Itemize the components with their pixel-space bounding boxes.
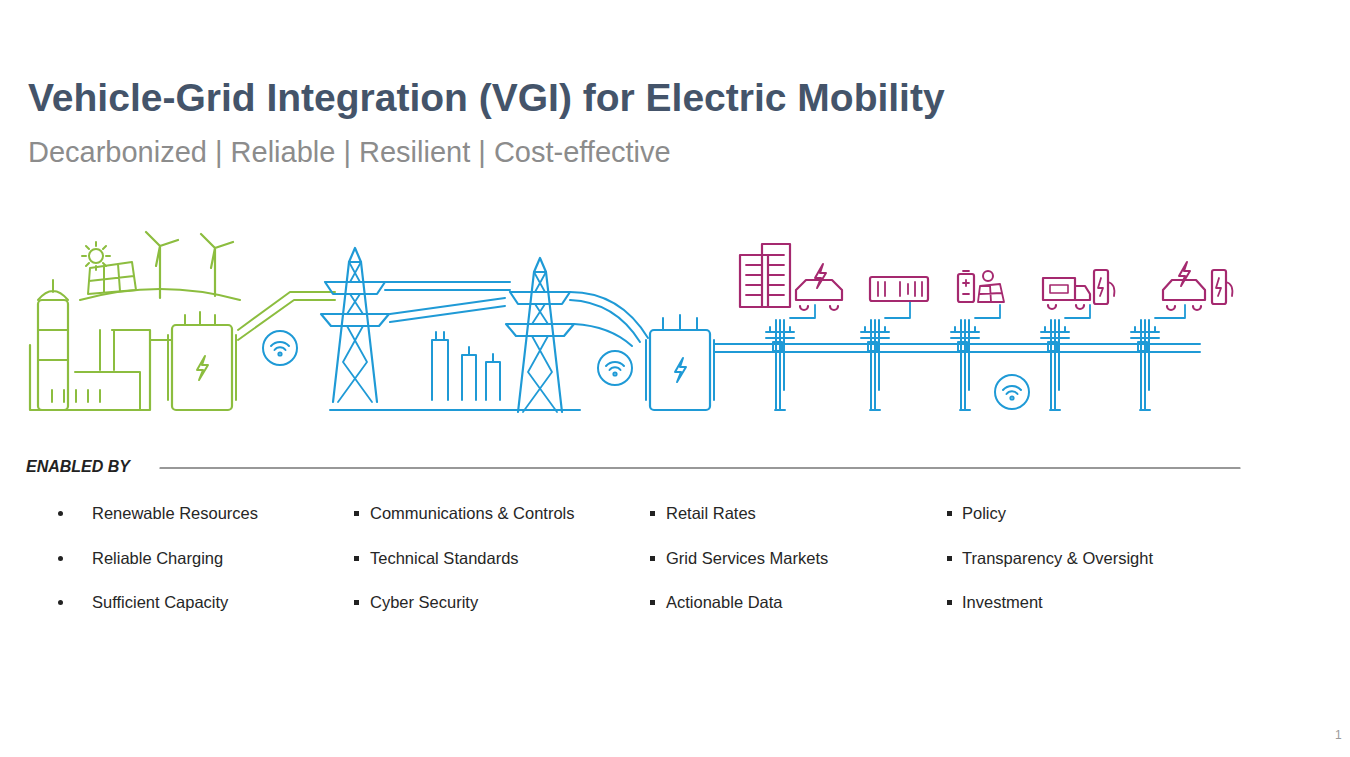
load-icons: [1212, 270, 1226, 304]
grid-icons: [790, 302, 1185, 318]
enabler-item: Retail Rates: [666, 504, 756, 523]
grid-icons: [385, 282, 510, 322]
grid-icons: [432, 340, 500, 400]
grid-icons: [436, 332, 493, 362]
load-icons: [815, 264, 826, 288]
bullet-mark: [58, 556, 63, 561]
load-icons: [1163, 280, 1205, 310]
grid-icons: [506, 258, 574, 412]
load-icons: [1179, 262, 1190, 286]
grid-icons: [650, 330, 710, 410]
generation-icons: [88, 262, 136, 294]
generation-icons: [75, 330, 140, 410]
load-icons: [1098, 278, 1114, 296]
enabler-item: Transparency & Oversight: [962, 549, 1153, 568]
grid-icons: [1041, 320, 1069, 410]
enabler-item: Sufficient Capacity: [92, 593, 228, 612]
bullet-mark: [947, 556, 952, 561]
load-icons: [1216, 278, 1232, 296]
load-icons: [963, 271, 969, 294]
load-icons: [870, 277, 928, 301]
bullet-mark: [354, 511, 359, 516]
grid-icons: [321, 248, 389, 402]
page-number: 1: [1335, 728, 1342, 742]
enabler-item: Cyber Security: [370, 593, 478, 612]
grid-icons: [263, 331, 297, 365]
bullet-mark: [650, 556, 655, 561]
bullet-mark: [947, 600, 952, 605]
generation-icons: [201, 234, 233, 296]
grid-icons: [1131, 320, 1159, 410]
enabler-item: Actionable Data: [666, 593, 783, 612]
enabler-item: Reliable Charging: [92, 549, 223, 568]
enabler-item: Communications & Controls: [370, 504, 575, 523]
grid-icons: [570, 292, 648, 346]
generation-icons: [168, 312, 236, 400]
bullet-mark: [650, 600, 655, 605]
bullet-mark: [947, 511, 952, 516]
grid-icons: [263, 248, 1200, 412]
generation-icons: [172, 325, 232, 410]
load-icons: [1043, 278, 1090, 309]
grid-icons: [675, 358, 686, 382]
divider-rule: [160, 467, 1240, 468]
grid-icons: [766, 320, 794, 410]
bullet-mark: [354, 556, 359, 561]
load-icons: [740, 255, 768, 307]
grid-icons: [995, 375, 1029, 409]
generation-icons: [146, 232, 178, 298]
grid-icons: [330, 409, 580, 411]
bullet-mark: [650, 511, 655, 516]
section-heading: ENABLED BY: [26, 458, 130, 476]
generation-icons: [38, 280, 68, 360]
load-icons: [1094, 270, 1108, 304]
bullet-mark: [58, 511, 63, 516]
slide-title: Vehicle-Grid Integration (VGI) for Elect…: [28, 76, 945, 120]
grid-icons: [646, 315, 714, 400]
load-icons: [958, 274, 974, 302]
load-icons: [983, 271, 993, 281]
enabler-item: Investment: [962, 593, 1043, 612]
bullet-mark: [58, 600, 63, 605]
generation-icons: [30, 232, 335, 410]
load-icons: [740, 244, 1232, 310]
enabler-item: Policy: [962, 504, 1006, 523]
subtitle: Decarbonized | Reliable | Resilient | Co…: [28, 136, 671, 169]
generation-icons: [52, 390, 100, 402]
load-icons: [878, 282, 922, 296]
grid-icons: [951, 320, 979, 410]
grid-icons: [861, 320, 889, 410]
load-icons: [746, 255, 784, 295]
generation-icons: [197, 356, 208, 380]
bullet-mark: [354, 600, 359, 605]
load-icons: [978, 284, 1004, 302]
enabler-item: Renewable Resources: [92, 504, 258, 523]
load-icons: [1050, 285, 1068, 293]
enabler-item: Technical Standards: [370, 549, 519, 568]
enabler-item: Grid Services Markets: [666, 549, 828, 568]
generation-icons: [89, 249, 103, 263]
generation-icons: [30, 330, 150, 410]
generation-icons: [150, 292, 335, 340]
grid-icons: [598, 351, 632, 385]
